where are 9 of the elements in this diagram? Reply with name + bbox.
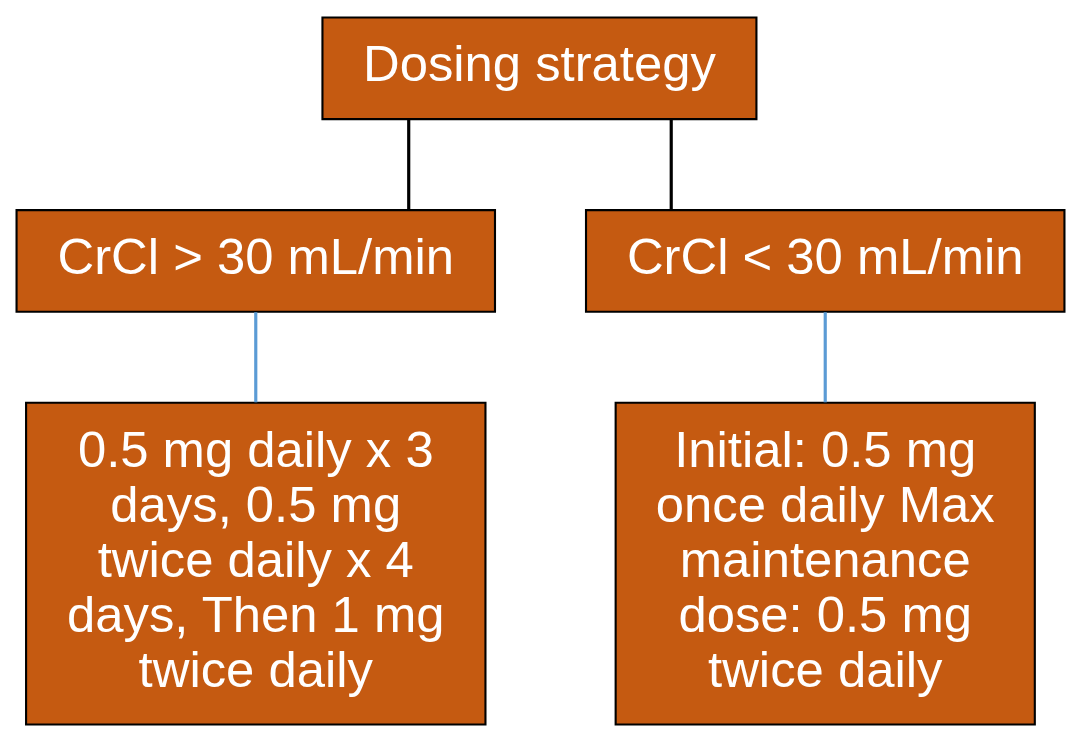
connector — [254, 311, 258, 402]
connector — [669, 119, 673, 210]
node-box: CrCl > 30 mL/min — [15, 208, 497, 313]
connector — [823, 311, 827, 402]
node-box: Dosing strategy — [321, 15, 758, 120]
node-box: 0.5 mg daily x 3 days, 0.5 mg twice daily x 4 days, Then 1 mg twice daily — [25, 401, 487, 726]
node-box: Initial: 0.5 mg once daily Max maintenance dose: 0.5 mg twice daily — [614, 401, 1036, 726]
node-box: CrCl < 30 mL/min — [584, 208, 1066, 313]
connector — [407, 119, 411, 210]
